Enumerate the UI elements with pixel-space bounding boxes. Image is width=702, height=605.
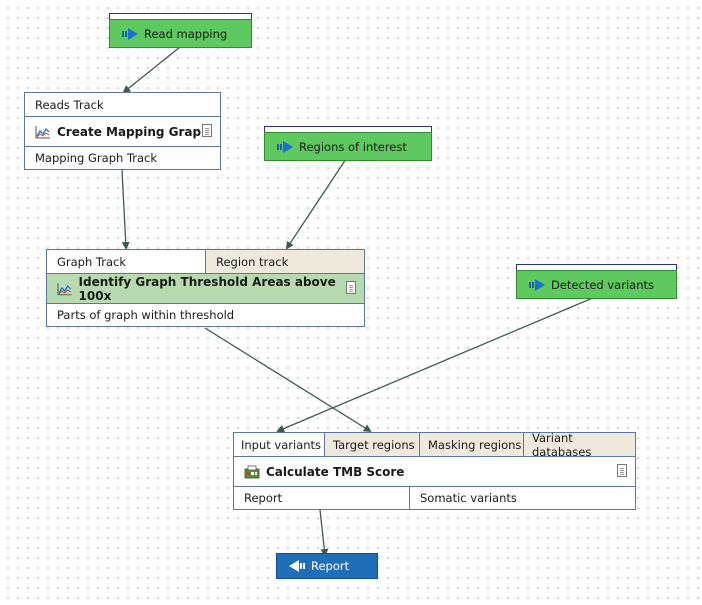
input-top-strip xyxy=(109,13,252,19)
document-icon[interactable] xyxy=(202,124,212,137)
graph-icon xyxy=(35,125,50,138)
input-body[interactable]: Regions of interest xyxy=(264,132,432,161)
output-report[interactable]: Report xyxy=(276,553,378,579)
tool-calculate-tmb-score[interactable]: Input variants Target regions Masking re… xyxy=(233,431,636,510)
tool-title-row[interactable]: Create Mapping Graph xyxy=(25,116,220,146)
graph-icon xyxy=(57,282,72,295)
port-input-variants[interactable]: Input variants xyxy=(234,433,324,456)
wire-regions-to-region-track xyxy=(285,158,347,250)
port-reads-track[interactable]: Reads Track xyxy=(25,93,220,116)
tool-input-row: Reads Track xyxy=(25,93,220,116)
input-body[interactable]: Read mapping xyxy=(109,19,252,48)
tool-output-row: Parts of graph within threshold xyxy=(47,303,364,326)
wire-mapping-graph-to-graph-track xyxy=(121,169,130,250)
output-label: Report xyxy=(311,559,350,573)
input-arrow-icon xyxy=(277,140,293,153)
tool-identify-threshold-areas[interactable]: Graph Track Region track Identify Graph … xyxy=(46,249,365,327)
input-detected-variants[interactable]: Detected variants xyxy=(516,264,677,299)
port-report[interactable]: Report xyxy=(244,491,283,505)
input-top-strip xyxy=(264,126,432,132)
input-read-mapping[interactable]: Read mapping xyxy=(109,13,252,48)
port-graph-track[interactable]: Graph Track xyxy=(47,250,205,273)
port-region-track[interactable]: Region track xyxy=(205,250,364,273)
input-top-strip xyxy=(516,264,677,270)
port-mapping-graph-track[interactable]: Mapping Graph Track xyxy=(35,151,158,165)
tool-title: Identify Graph Threshold Areas above 100… xyxy=(78,274,336,303)
tmb-tool-icon xyxy=(244,465,260,478)
input-regions-of-interest[interactable]: Regions of interest xyxy=(264,126,432,161)
input-body[interactable]: Detected variants xyxy=(516,270,677,299)
tool-output-row: Mapping Graph Track xyxy=(25,146,220,169)
port-parts-within-threshold[interactable]: Parts of graph within threshold xyxy=(57,308,235,322)
tool-title: Calculate TMB Score xyxy=(266,464,405,479)
port-target-regions[interactable]: Target regions xyxy=(324,433,419,456)
port-variant-databases[interactable]: Variant databases xyxy=(523,431,635,459)
tool-title-row[interactable]: Calculate TMB Score xyxy=(234,456,635,486)
output-arrow-icon xyxy=(289,560,305,572)
tool-title: Create Mapping Graph xyxy=(57,124,210,139)
wire-threshold-to-target-regions xyxy=(204,327,372,433)
input-arrow-icon xyxy=(122,27,138,40)
wire-report-to-output xyxy=(319,509,329,557)
tool-output-row: Report Somatic variants xyxy=(234,486,635,509)
tool-create-mapping-graph[interactable]: Reads Track Create Mapping Graph Mapping… xyxy=(24,92,221,170)
document-icon[interactable] xyxy=(617,464,627,477)
input-arrow-icon xyxy=(529,278,545,291)
port-masking-regions[interactable]: Masking regions xyxy=(419,433,523,456)
document-icon[interactable] xyxy=(346,281,356,294)
tool-title-row[interactable]: Identify Graph Threshold Areas above 100… xyxy=(47,273,364,303)
port-somatic-variants[interactable]: Somatic variants xyxy=(409,487,635,509)
input-label: Regions of interest xyxy=(299,139,407,154)
input-label: Read mapping xyxy=(144,26,228,41)
wire-read-mapping-to-reads-track xyxy=(122,46,181,94)
tool-input-row: Graph Track Region track xyxy=(47,250,364,273)
tool-input-row: Input variants Target regions Masking re… xyxy=(234,431,635,459)
input-label: Detected variants xyxy=(551,277,654,292)
